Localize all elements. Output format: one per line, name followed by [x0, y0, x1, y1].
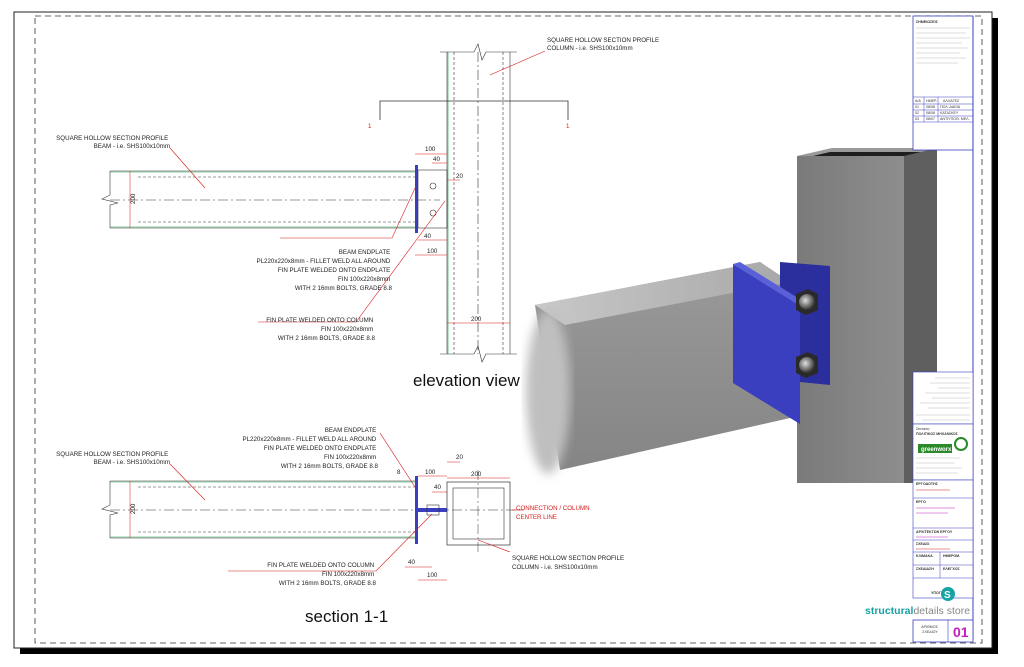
section-view: 8 100 20 200 40 200 40 100 BEAM ENDPLATE… — [56, 427, 626, 626]
section-mark-right: 1 — [566, 123, 570, 130]
company-logo-text: greenworx — [921, 447, 952, 453]
dim-100: 100 — [427, 248, 438, 255]
field-label: ΕΡΓΟ — [916, 500, 926, 504]
date-label: ΗΜΕΡΟΜ. — [943, 554, 960, 558]
svg-text:ΚΑΤΑΣΚΕΥ: ΚΑΤΑΣΚΕΥ — [940, 111, 959, 115]
centerline-label: CONNECTION / COLUMN CENTER LINE — [516, 505, 591, 521]
dim-20: 20 — [456, 173, 463, 180]
elevation-beam — [101, 170, 440, 229]
section-column — [446, 481, 511, 546]
view-title: section 1-1 — [305, 607, 388, 626]
dim-200-column: 200 — [471, 471, 482, 478]
elevation-fin-plate — [417, 169, 448, 229]
fields-panel — [912, 479, 974, 599]
brand-name: structuraldetails store — [865, 605, 970, 617]
logo-gear-icon — [954, 437, 968, 451]
dim-40: 40 — [408, 559, 415, 566]
notes-panel — [912, 15, 974, 151]
column-label: SQUARE HOLLOW SECTION PROFILE COLUMN - i… — [512, 555, 626, 571]
svg-text:ΑΛΛΑΓΕΣ: ΑΛΛΑΓΕΣ — [943, 99, 960, 103]
title-block: ΣΗΜΕΙΩΣΕΙΣ Α/Α ΗΜΕΡ. ΑΛΛΑΓΕΣ 01 08/08 ΠΟ… — [865, 15, 974, 643]
render-bolt — [796, 352, 818, 378]
revision-row: 01 — [915, 105, 919, 109]
dim-40: 40 — [424, 233, 431, 240]
engineer-role: ΠΟΛΙΤΙΚΟΣ ΜΗΧΑΝΙΚΟΣ — [916, 432, 959, 436]
svg-text:ΠΟΛ. ΑΔΕΙΑ: ΠΟΛ. ΑΔΕΙΑ — [940, 105, 961, 109]
dim-200-beam: 200 — [130, 503, 137, 514]
dim-100: 100 — [425, 146, 436, 153]
drawn-label: ΣΧΕΔΙΑΣΗ — [916, 567, 934, 571]
section-fin-plate — [418, 508, 447, 512]
render-endplate — [733, 264, 800, 424]
revision-row: 03 — [915, 117, 919, 121]
section-mark-left: 1 — [368, 123, 372, 130]
section-cut-line — [379, 100, 569, 120]
elevation-bolt — [429, 182, 437, 190]
svg-text:08/08: 08/08 — [926, 111, 935, 115]
revision-row: 02 — [915, 111, 919, 115]
sheet-number-box — [912, 619, 974, 643]
dim-100: 100 — [425, 469, 436, 476]
beam-label: SQUARE HOLLOW SECTION PROFILE BEAM - i.e… — [56, 135, 170, 150]
view-title: elevation view — [413, 371, 521, 390]
dim-100: 100 — [427, 572, 438, 579]
section-bolt — [426, 504, 440, 516]
svg-text:08/08: 08/08 — [926, 105, 935, 109]
revisions-table: Α/Α ΗΜΕΡ. ΑΛΛΑΓΕΣ 01 08/08 ΠΟΛ. ΑΔΕΙΑ 02… — [913, 96, 973, 123]
section-endplate — [415, 476, 418, 544]
elevation-endplate — [415, 165, 418, 233]
dim-200-column: 200 — [471, 316, 482, 323]
column-label: SQUARE HOLLOW SECTION PROFILE COLUMN - i… — [547, 37, 661, 52]
field-label: ΕΡΓΟΔΟΤΗΣ — [916, 482, 939, 486]
dim-40: 40 — [434, 484, 441, 491]
dim-8: 8 — [397, 469, 401, 476]
field-label: ΣΧΕΔΙΟ — [916, 542, 930, 546]
endplate-label: BEAM ENDPLATE PL220x220x8mm - FILLET WEL… — [242, 427, 378, 470]
svg-text:08/07: 08/07 — [926, 117, 935, 121]
company-logo — [918, 444, 952, 453]
fin-plate-label: FIN PLATE WELDED ONTO COLUMN FIN 100x220… — [266, 317, 375, 342]
drawing-frame — [34, 15, 983, 644]
svg-text:ΑΝΤΙΥΠΟΘ. ΜΕΛ.: ΑΝΤΙΥΠΟΘ. ΜΕΛ. — [940, 117, 970, 121]
notes-header: ΣΗΜΕΙΩΣΕΙΣ — [916, 20, 939, 24]
render-bolt — [796, 289, 818, 315]
field-label: ΑΡΧΙΤΕΚΤΩΝ ΕΡΓΟΥ — [916, 530, 953, 534]
scale-label: ΚΛΙΜΑΚΑ — [916, 554, 933, 558]
engineer-label: Στατικός: — [916, 427, 930, 431]
svg-text:S: S — [944, 590, 951, 601]
elevation-view: 1 1 100 40 20 200 — [56, 37, 661, 390]
svg-text:ΗΜΕΡ.: ΗΜΕΡ. — [926, 99, 937, 103]
elevation-column — [440, 43, 517, 363]
section-beam — [101, 480, 520, 539]
sheet-number-label: ΑΡΙΘΜΟΣ ΣΧΕΔΙΟΥ — [921, 625, 939, 634]
endplate-label: BEAM ENDPLATE PL220x220x8mm - FILLET WEL… — [256, 249, 392, 292]
render-3d — [526, 148, 937, 483]
checked-label: ΕΛΕΓΧΟΣ — [943, 567, 961, 571]
dim-40: 40 — [433, 156, 440, 163]
brand-s-icon — [941, 587, 955, 601]
beam-label: SQUARE HOLLOW SECTION PROFILE BEAM - i.e… — [56, 451, 170, 466]
sheet-number: 01 — [953, 624, 969, 640]
fin-plate-label: FIN PLATE WELDED ONTO COLUMN FIN 100x220… — [267, 562, 376, 587]
dim-200-beam: 200 — [130, 193, 137, 204]
dim-20: 20 — [456, 454, 463, 461]
svg-text:Α/Α: Α/Α — [915, 99, 921, 103]
